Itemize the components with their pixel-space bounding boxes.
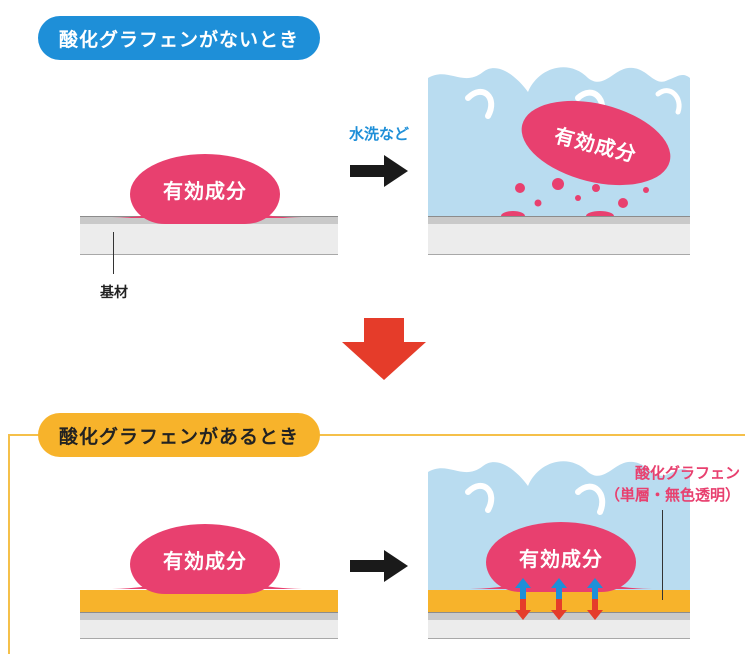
graphene-label-line1: 酸化グラフェン	[634, 464, 740, 482]
substrate-surface	[428, 216, 690, 224]
graphene-title: 酸化グラフェンがあるとき	[38, 413, 320, 457]
wash-label: 水洗など	[349, 125, 410, 143]
substrate-top-right	[428, 216, 690, 255]
blob-foot	[112, 580, 302, 589]
substrate-bottom-left	[80, 590, 338, 639]
base-material-label: 基材	[100, 285, 128, 301]
no-graphene-title: 酸化グラフェンがないとき	[38, 16, 320, 60]
right-arrow-icon	[350, 155, 408, 187]
substrate-body	[80, 224, 338, 255]
section-frame-left	[8, 434, 10, 654]
bond-arrow-icon	[515, 578, 531, 620]
graphene-label: 酸化グラフェン （単層・無色透明）	[560, 462, 740, 506]
graphene-leader-line	[662, 510, 663, 600]
base-leader-line	[113, 232, 114, 274]
substrate-body	[428, 620, 690, 639]
bond-arrow-icon	[587, 578, 603, 620]
right-arrow-icon	[350, 550, 408, 582]
substrate-surface	[80, 612, 338, 620]
graphene-label-line2: （単層・無色透明）	[604, 486, 740, 504]
substrate-body	[428, 224, 690, 255]
down-arrow-icon	[342, 318, 426, 380]
substrate-body	[80, 620, 338, 639]
graphene-layer	[80, 590, 338, 612]
bond-arrow-icon	[551, 578, 567, 620]
section-frame-top	[8, 434, 745, 436]
blob-foot	[112, 209, 302, 218]
